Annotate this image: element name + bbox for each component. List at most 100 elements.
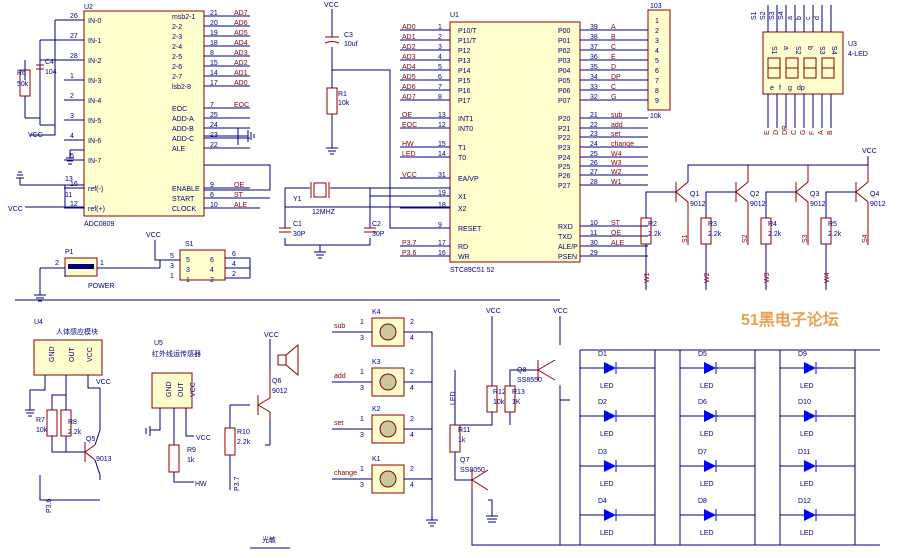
resnet-pin-num: 1	[655, 18, 659, 25]
driver-q-val: 9012	[690, 201, 706, 208]
key-net-label: set	[334, 420, 343, 427]
driver-q-val: 9012	[750, 201, 766, 208]
r11-ref: R11	[458, 427, 470, 434]
led-ref: D10	[798, 399, 811, 406]
adc-left-pin-name: IN-4	[88, 98, 101, 105]
adc-right-pin-num: 8	[210, 50, 214, 57]
display-top-pin-label: a	[787, 16, 794, 20]
mcu-net-label: P3.6	[402, 250, 417, 257]
r8-val: 2.2k	[68, 429, 82, 436]
light-sensor-circuit: VCC VCC LED R11 1k R12 10k R13 1K Q7 SS8…	[250, 308, 880, 549]
mcu-left-pin-name: INT1	[458, 116, 473, 123]
svg-text:2: 2	[410, 466, 414, 473]
adc-net-label: AD5	[234, 30, 248, 37]
mcu-right-pin-name: P25	[558, 164, 571, 171]
mcu-left-pin-name: WR	[458, 254, 470, 261]
mcu-left-pins: 1P10/TAD02P11/TAD13P12AD24P13AD35P14AD46…	[400, 24, 482, 261]
driver-q-val: 9012	[810, 201, 826, 208]
led-symbol	[804, 509, 816, 521]
y1-ref: Y1	[293, 196, 302, 203]
adc-right-pin-name: ENABLE	[172, 186, 200, 193]
resnet-pin-num: 4	[655, 48, 659, 55]
display-bottom-label: A	[818, 130, 825, 135]
display-top-pin-label: S4	[778, 11, 785, 20]
mcu-right-pin-num: 11	[590, 230, 597, 237]
mcu-net-label: OE	[402, 112, 412, 119]
led-symbol	[804, 460, 816, 472]
mcu-right-pin-name: ALE/P	[558, 244, 578, 251]
svg-text:1: 1	[360, 369, 364, 376]
r1-val: 10k	[338, 100, 350, 107]
mcu-right-net-label: OE	[611, 230, 621, 237]
r13-val: 1K	[512, 399, 521, 406]
r7-val: 10k	[36, 427, 48, 434]
led-symbol	[604, 362, 616, 374]
led-ref: D1	[598, 351, 607, 358]
mcu-right-net-label: G	[611, 94, 616, 101]
adc-net-label: AD0	[234, 80, 248, 87]
key-cap	[379, 323, 397, 341]
adc-body	[83, 10, 205, 217]
mcu-left-pin-name: EA/VP	[458, 176, 479, 183]
adc-net-label: AD4	[234, 40, 248, 47]
r7-ref: R7	[36, 417, 45, 424]
mcu-right-pin-name: P04	[558, 68, 571, 75]
adc-left-pin-name: IN-5	[88, 118, 101, 125]
adc-right-pin-name: ADD-B	[172, 126, 194, 133]
adc-left-pin-num: 26	[70, 13, 78, 20]
key-net-label: sub	[334, 323, 345, 330]
u4-gnd: GND	[49, 346, 56, 362]
svg-text:4: 4	[410, 432, 414, 439]
mcu-left-pin-num: 4	[438, 54, 442, 61]
svg-text:2: 2	[55, 260, 59, 267]
display-bottom-label: G	[800, 130, 807, 135]
ir-sensor-u5: U5 红外线运传感器 GND OUT VCC R9 1k VCC HW	[145, 340, 211, 488]
mcu-left-pin-num: 16	[438, 250, 446, 257]
mcu-left-pin-num: 3	[438, 44, 442, 51]
u4-vcc: VCC	[87, 347, 94, 362]
adc-right-pin-name: ADD-C	[172, 136, 194, 143]
led-label: LED	[800, 431, 814, 438]
led-ref: D5	[698, 351, 707, 358]
adc-net-label: ALE	[234, 202, 248, 209]
svg-text:1: 1	[186, 277, 190, 284]
r13-ref: R13	[512, 389, 525, 396]
adc-right-pin-name: 2-4	[172, 44, 182, 51]
mcu-right-pin-name: P23	[558, 145, 571, 152]
led-label: LED	[800, 530, 814, 537]
u4-name: 人体感应模块	[56, 327, 98, 336]
mcu-right-pin-num: 32	[590, 94, 598, 101]
adc-input-network: R6 50k C4 104 VCC VCC 13 11	[8, 19, 84, 213]
display-bottom-label: D	[773, 130, 780, 135]
r11-val: 1k	[458, 437, 466, 444]
c1-val: 30P	[293, 231, 306, 238]
display-ref: U3	[848, 41, 857, 48]
resnet-pin-num: 7	[655, 78, 659, 85]
vcc-label-6: VCC	[196, 435, 211, 442]
adc-left-pin-num: 27	[70, 33, 78, 40]
mcu-right-pin-num: 38	[590, 34, 598, 41]
adc-right-pin-num: 18	[210, 40, 218, 47]
mcu-left-pin-name: P13	[458, 58, 471, 65]
led-label: LED	[600, 481, 614, 488]
led-symbol	[804, 410, 816, 422]
adc-net-label: EOC	[234, 102, 249, 109]
led-label: LED	[800, 383, 814, 390]
led-ref: D6	[698, 399, 707, 406]
transistor-symbol	[735, 165, 749, 245]
adc-left-pin-num: 4	[70, 133, 74, 140]
mcu-right-pin-num: 28	[590, 179, 598, 186]
driver-r-ref: R2	[648, 221, 657, 228]
adc-left-pin-name: IN-2	[88, 58, 101, 65]
adc-right-pin-name: START	[172, 196, 195, 203]
mcu-right-net-label: C	[611, 84, 616, 91]
led-symbol	[604, 460, 616, 472]
display-seg-label: f	[779, 85, 781, 92]
mcu-right-net-label: ALE	[611, 240, 625, 247]
display-top-pin-label: S1	[751, 11, 758, 20]
